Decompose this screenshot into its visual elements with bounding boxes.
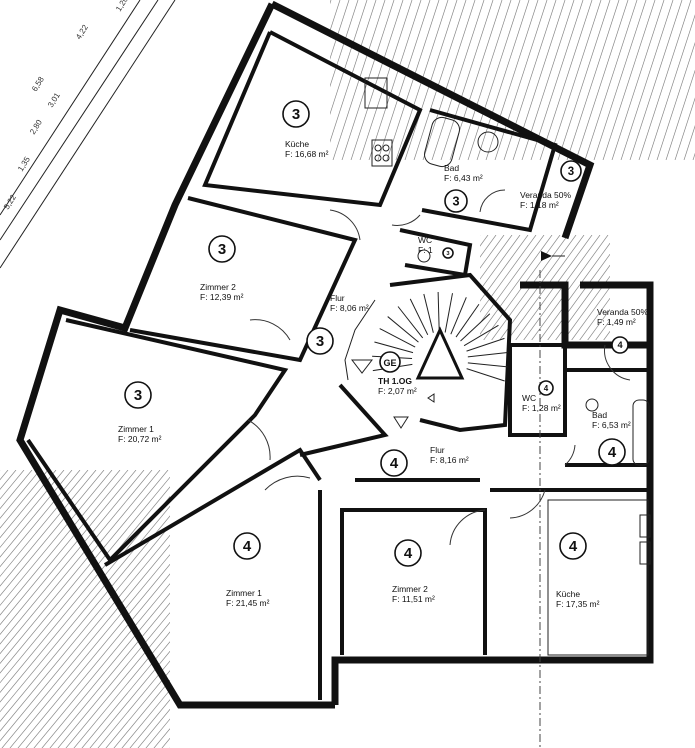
unit-badge: 4 [598, 438, 626, 466]
dimension-lines: 6,58 4,22 1,20 3,01 2,80 1,35 5,22 [0, 0, 176, 269]
interior-walls [26, 30, 650, 700]
room-name: Veranda 50% [597, 307, 648, 317]
unit-badge: 4 [611, 336, 629, 354]
door-swings [247, 189, 631, 546]
dim-label: 1,20 [114, 0, 130, 13]
svg-text:4: 4 [404, 545, 413, 562]
room-area: F: 12,39 m² [200, 292, 244, 302]
entry-markers [350, 359, 435, 429]
hatch-right-terrace [480, 235, 610, 340]
room-name: Flur [330, 293, 345, 303]
room-name: Bad [444, 163, 459, 173]
unit-badge: 4 [538, 380, 554, 396]
room-area: F: 8,06 m² [330, 303, 369, 313]
room-area: F: 2,07 m² [378, 386, 417, 396]
room-area: F: 6,43 m² [444, 173, 483, 183]
dim-label: 1,35 [16, 155, 32, 173]
svg-text:GE: GE [383, 358, 396, 368]
unit-badge: 4 [559, 532, 587, 560]
room-name: Zimmer 1 [226, 588, 262, 598]
room-name: Zimmer 1 [118, 424, 154, 434]
dim-label: 2,80 [28, 118, 44, 136]
unit-badge: 3 [560, 160, 582, 182]
unit-badge: 4 [394, 539, 422, 567]
svg-text:4: 4 [390, 455, 399, 472]
svg-text:4: 4 [243, 538, 252, 555]
unit-badge: 3 [208, 235, 236, 263]
room-name: Bad [592, 410, 607, 420]
unit-badge: 4 [233, 532, 261, 560]
room-area: F: 1,18 m² [520, 200, 559, 210]
unit-badge: 3 [282, 100, 310, 128]
svg-text:3: 3 [134, 387, 142, 404]
svg-text:4: 4 [617, 340, 623, 350]
unit-badge: GE [379, 351, 401, 373]
room-name: Küche [556, 589, 580, 599]
room-area: F: 8,16 m² [430, 455, 469, 465]
room-name: Zimmer 2 [392, 584, 428, 594]
unit-badge: 3 [306, 327, 334, 355]
room-area: F: 17,35 m² [556, 599, 600, 609]
svg-text:4: 4 [569, 538, 578, 555]
svg-text:3: 3 [218, 241, 226, 258]
room-name: WC [522, 393, 536, 403]
dim-label: 3,01 [46, 91, 62, 109]
svg-text:3: 3 [452, 194, 459, 208]
staircase [372, 292, 508, 382]
north-arrow-icon [541, 251, 565, 261]
room-name: Küche [285, 139, 309, 149]
room-name: Zimmer 2 [200, 282, 236, 292]
room-name: Veranda 50% [520, 190, 571, 200]
room-name: Flur [430, 445, 445, 455]
room-name: TH 1.OG [378, 376, 412, 386]
room-area: F: 1,28 m² [522, 403, 561, 413]
dim-label: 6,58 [30, 75, 46, 93]
svg-text:3: 3 [316, 333, 324, 350]
unit-badge: 3 [124, 381, 152, 409]
room-area: F: 1,49 m² [597, 317, 636, 327]
kitchen-fixtures [364, 77, 651, 656]
svg-text:3: 3 [446, 251, 449, 257]
dim-label: 5,22 [2, 193, 18, 211]
svg-text:3: 3 [568, 166, 574, 178]
svg-text:4: 4 [608, 444, 617, 461]
outer-walls [16, 0, 654, 709]
unit-badge: 4 [380, 449, 408, 477]
room-area: F: 21,45 m² [226, 598, 270, 608]
room-name: WC [418, 235, 432, 245]
room-area: F: 16,68 m² [285, 149, 329, 159]
hatch-bottom-left [0, 470, 170, 748]
unit-badge: 3 [444, 189, 468, 213]
svg-text:4: 4 [544, 384, 549, 393]
room-area: F: 11,51 m² [392, 594, 435, 604]
room-area: F: 20,72 m² [118, 434, 162, 444]
unit-badge: 3 [442, 247, 454, 259]
stair-eye [415, 326, 465, 380]
svg-text:3: 3 [292, 106, 300, 123]
bath-fixtures [417, 116, 650, 466]
room-area: F: 1 [418, 245, 433, 255]
room-area: F: 6,53 m² [592, 420, 631, 430]
dim-label: 4,22 [74, 23, 90, 41]
